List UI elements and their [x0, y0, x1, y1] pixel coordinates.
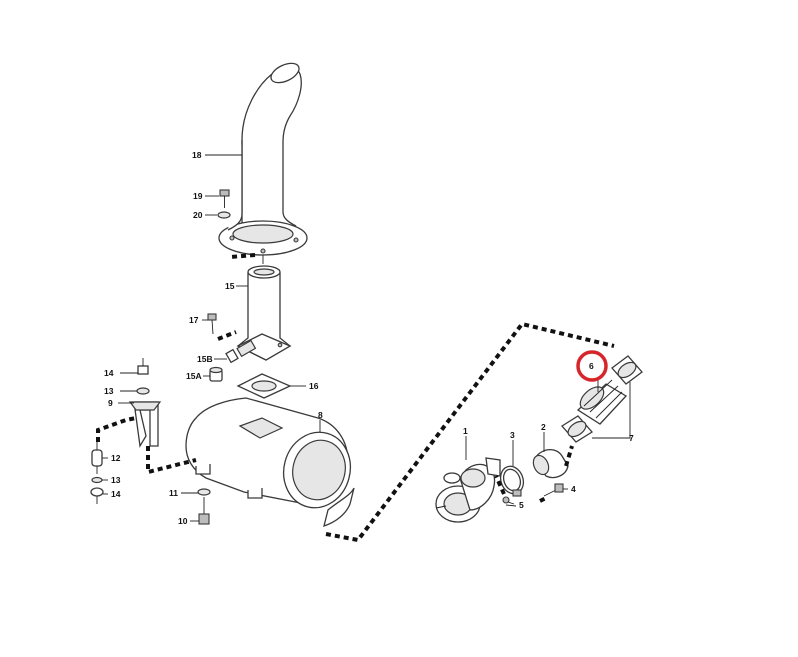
- isolator-12[interactable]: [91, 440, 103, 474]
- label-16: 16: [309, 381, 319, 391]
- label-17: 17: [189, 315, 199, 325]
- label-9: 9: [108, 398, 113, 408]
- clamp-7-lower[interactable]: [561, 415, 593, 443]
- label-13-top: 13: [104, 386, 114, 396]
- leader-turbo-left: [435, 505, 447, 509]
- nut-14-bottom[interactable]: [90, 487, 104, 504]
- turbocharger-1[interactable]: [435, 457, 501, 523]
- label-18: 18: [192, 150, 202, 160]
- leader-7: [592, 382, 631, 439]
- label-6: 6: [589, 361, 594, 371]
- label-15B: 15B: [197, 354, 213, 364]
- leader-5: [505, 504, 517, 507]
- washer-11[interactable]: [197, 488, 211, 496]
- connector-bolt4: [539, 495, 549, 503]
- label-10: 10: [178, 516, 188, 526]
- exhaust-stack-pipe[interactable]: [218, 59, 308, 256]
- clamp-7-upper[interactable]: [611, 355, 643, 385]
- connector-muffler-to-turbo: [325, 321, 615, 543]
- clamp-3[interactable]: [497, 463, 527, 497]
- connector-isolator-bracket: [96, 416, 137, 442]
- gasket-16[interactable]: [236, 373, 292, 399]
- flex-pipe-6[interactable]: [576, 379, 628, 425]
- label-13-bottom: 13: [111, 475, 121, 485]
- label-19: 19: [193, 191, 203, 201]
- connector-stack: [229, 253, 256, 259]
- label-14-bottom: 14: [111, 489, 121, 499]
- muffler-8[interactable]: [185, 397, 359, 527]
- connector-screw5: [494, 475, 506, 495]
- bolt-19[interactable]: [219, 189, 230, 208]
- washer-20[interactable]: [217, 211, 231, 219]
- label-1: 1: [463, 426, 468, 436]
- label-8: 8: [318, 410, 323, 420]
- label-12: 12: [111, 453, 121, 463]
- label-15: 15: [225, 281, 235, 291]
- bracket-9[interactable]: [128, 401, 162, 448]
- connector-bracket-muffler: [146, 446, 197, 475]
- bolt-17[interactable]: [207, 313, 217, 335]
- bolt-4[interactable]: [543, 483, 564, 497]
- fitting-15B[interactable]: [225, 339, 257, 364]
- connector-elbow-clamp: [564, 445, 574, 467]
- label-4: 4: [571, 484, 576, 494]
- label-3: 3: [510, 430, 515, 440]
- label-20: 20: [193, 210, 203, 220]
- screw-5[interactable]: [502, 496, 515, 505]
- connector-bolt17-pipe: [217, 330, 237, 341]
- label-5: 5: [519, 500, 524, 510]
- highlight-circle-6: [576, 350, 608, 382]
- elbow-adapter-2[interactable]: [530, 449, 569, 479]
- cap-15A[interactable]: [209, 366, 223, 382]
- nut-14-top[interactable]: [137, 358, 149, 375]
- label-7: 7: [629, 433, 634, 443]
- label-11: 11: [169, 488, 178, 498]
- washer-13-top[interactable]: [136, 387, 150, 395]
- washer-13-bottom[interactable]: [91, 476, 103, 484]
- label-14-top: 14: [104, 368, 114, 378]
- label-2: 2: [541, 422, 546, 432]
- label-15A: 15A: [186, 371, 202, 381]
- bolt-10[interactable]: [198, 497, 210, 525]
